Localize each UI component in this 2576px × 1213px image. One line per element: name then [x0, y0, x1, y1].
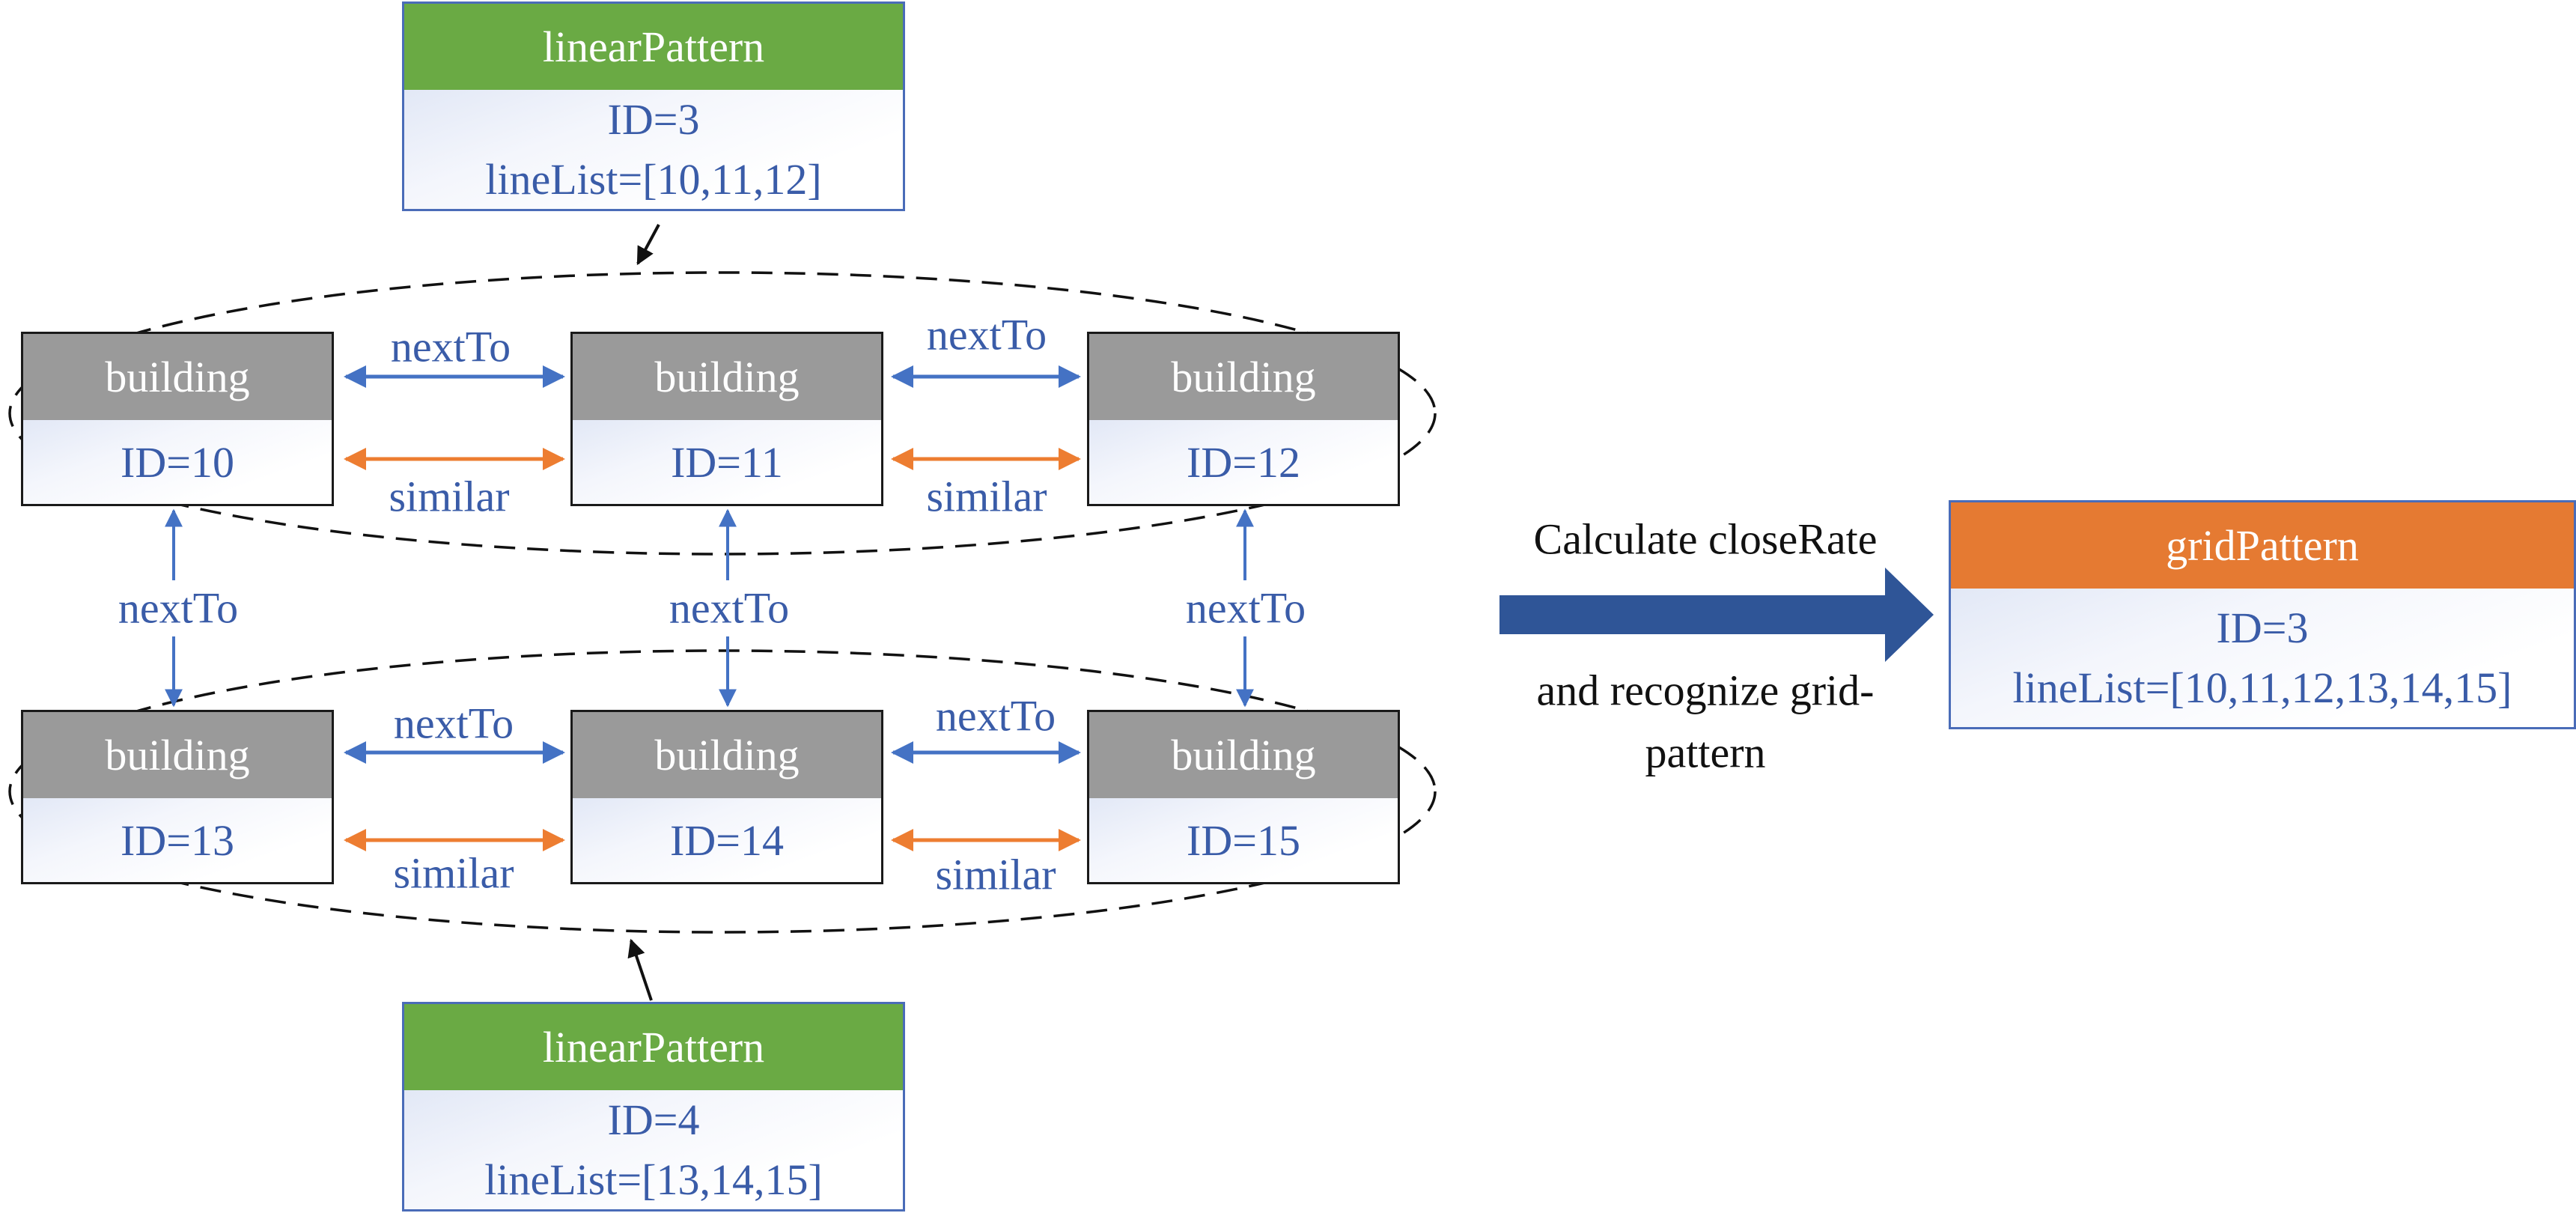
building-10-id: ID=10 [23, 420, 332, 504]
label-next-to-10-11: nextTo [390, 322, 511, 371]
building-15: building ID=15 [1087, 710, 1400, 884]
building-13-header: building [23, 712, 332, 798]
building-14-id: ID=14 [573, 798, 881, 882]
label-next-to-11-12: nextTo [926, 310, 1047, 359]
building-15-id: ID=15 [1089, 798, 1398, 882]
group-ellipse-top [8, 271, 1437, 556]
label-similar-14-15: similar [935, 850, 1056, 899]
building-13-id: ID=13 [23, 798, 332, 882]
linear-pattern-4-id: ID=4 [607, 1095, 700, 1144]
building-11-header: building [573, 334, 881, 420]
grid-pattern-id: ID=3 [2216, 603, 2309, 652]
linear-pattern-4-pointer [627, 938, 653, 1001]
linear-pattern-3-pointer [636, 224, 660, 266]
label-similar-11-12: similar [926, 472, 1047, 521]
linear-pattern-4-line-list: lineList=[13,14,15] [484, 1155, 823, 1204]
linear-pattern-3-header: linearPattern [404, 4, 903, 90]
building-12: building ID=12 [1087, 332, 1400, 506]
label-next-to-11-14: nextTo [669, 583, 790, 633]
label-similar-13-14: similar [393, 848, 514, 898]
grid-pattern-line-list: lineList=[10,11,12,13,14,15] [2012, 663, 2512, 712]
process-label-line3: pattern [1645, 728, 1766, 777]
building-14-header: building [573, 712, 881, 798]
building-10-header: building [23, 334, 332, 420]
process-label-line1: Calculate closeRate [1533, 514, 1878, 564]
building-12-header: building [1089, 334, 1398, 420]
linear-pattern-3-line-list: lineList=[10,11,12] [485, 154, 822, 204]
label-similar-10-11: similar [389, 472, 510, 521]
building-14: building ID=14 [570, 710, 883, 884]
label-next-to-13-14: nextTo [393, 699, 514, 748]
group-ellipse-bottom [8, 649, 1437, 934]
label-next-to-12-15: nextTo [1185, 583, 1306, 633]
label-next-to-14-15: nextTo [935, 691, 1056, 741]
process-label-line2: and recognize grid- [1536, 666, 1875, 715]
grid-pattern-3: gridPattern ID=3 lineList=[10,11,12,13,1… [1949, 500, 2576, 729]
linear-pattern-3-id: ID=3 [607, 94, 700, 144]
building-11-id: ID=11 [573, 420, 881, 504]
grid-pattern-body: ID=3 lineList=[10,11,12,13,14,15] [1951, 589, 2574, 727]
building-15-header: building [1089, 712, 1398, 798]
label-next-to-10-13: nextTo [118, 583, 239, 633]
building-11: building ID=11 [570, 332, 883, 506]
building-12-id: ID=12 [1089, 420, 1398, 504]
linear-pattern-3: linearPattern ID=3 lineList=[10,11,12] [402, 1, 905, 211]
grid-pattern-header: gridPattern [1951, 502, 2574, 589]
process-arrow [1499, 568, 1934, 662]
building-13: building ID=13 [21, 710, 334, 884]
linear-pattern-4: linearPattern ID=4 lineList=[13,14,15] [402, 1002, 905, 1212]
linear-pattern-3-body: ID=3 lineList=[10,11,12] [404, 90, 903, 209]
linear-pattern-4-header: linearPattern [404, 1004, 903, 1090]
building-10: building ID=10 [21, 332, 334, 506]
linear-pattern-4-body: ID=4 lineList=[13,14,15] [404, 1090, 903, 1209]
